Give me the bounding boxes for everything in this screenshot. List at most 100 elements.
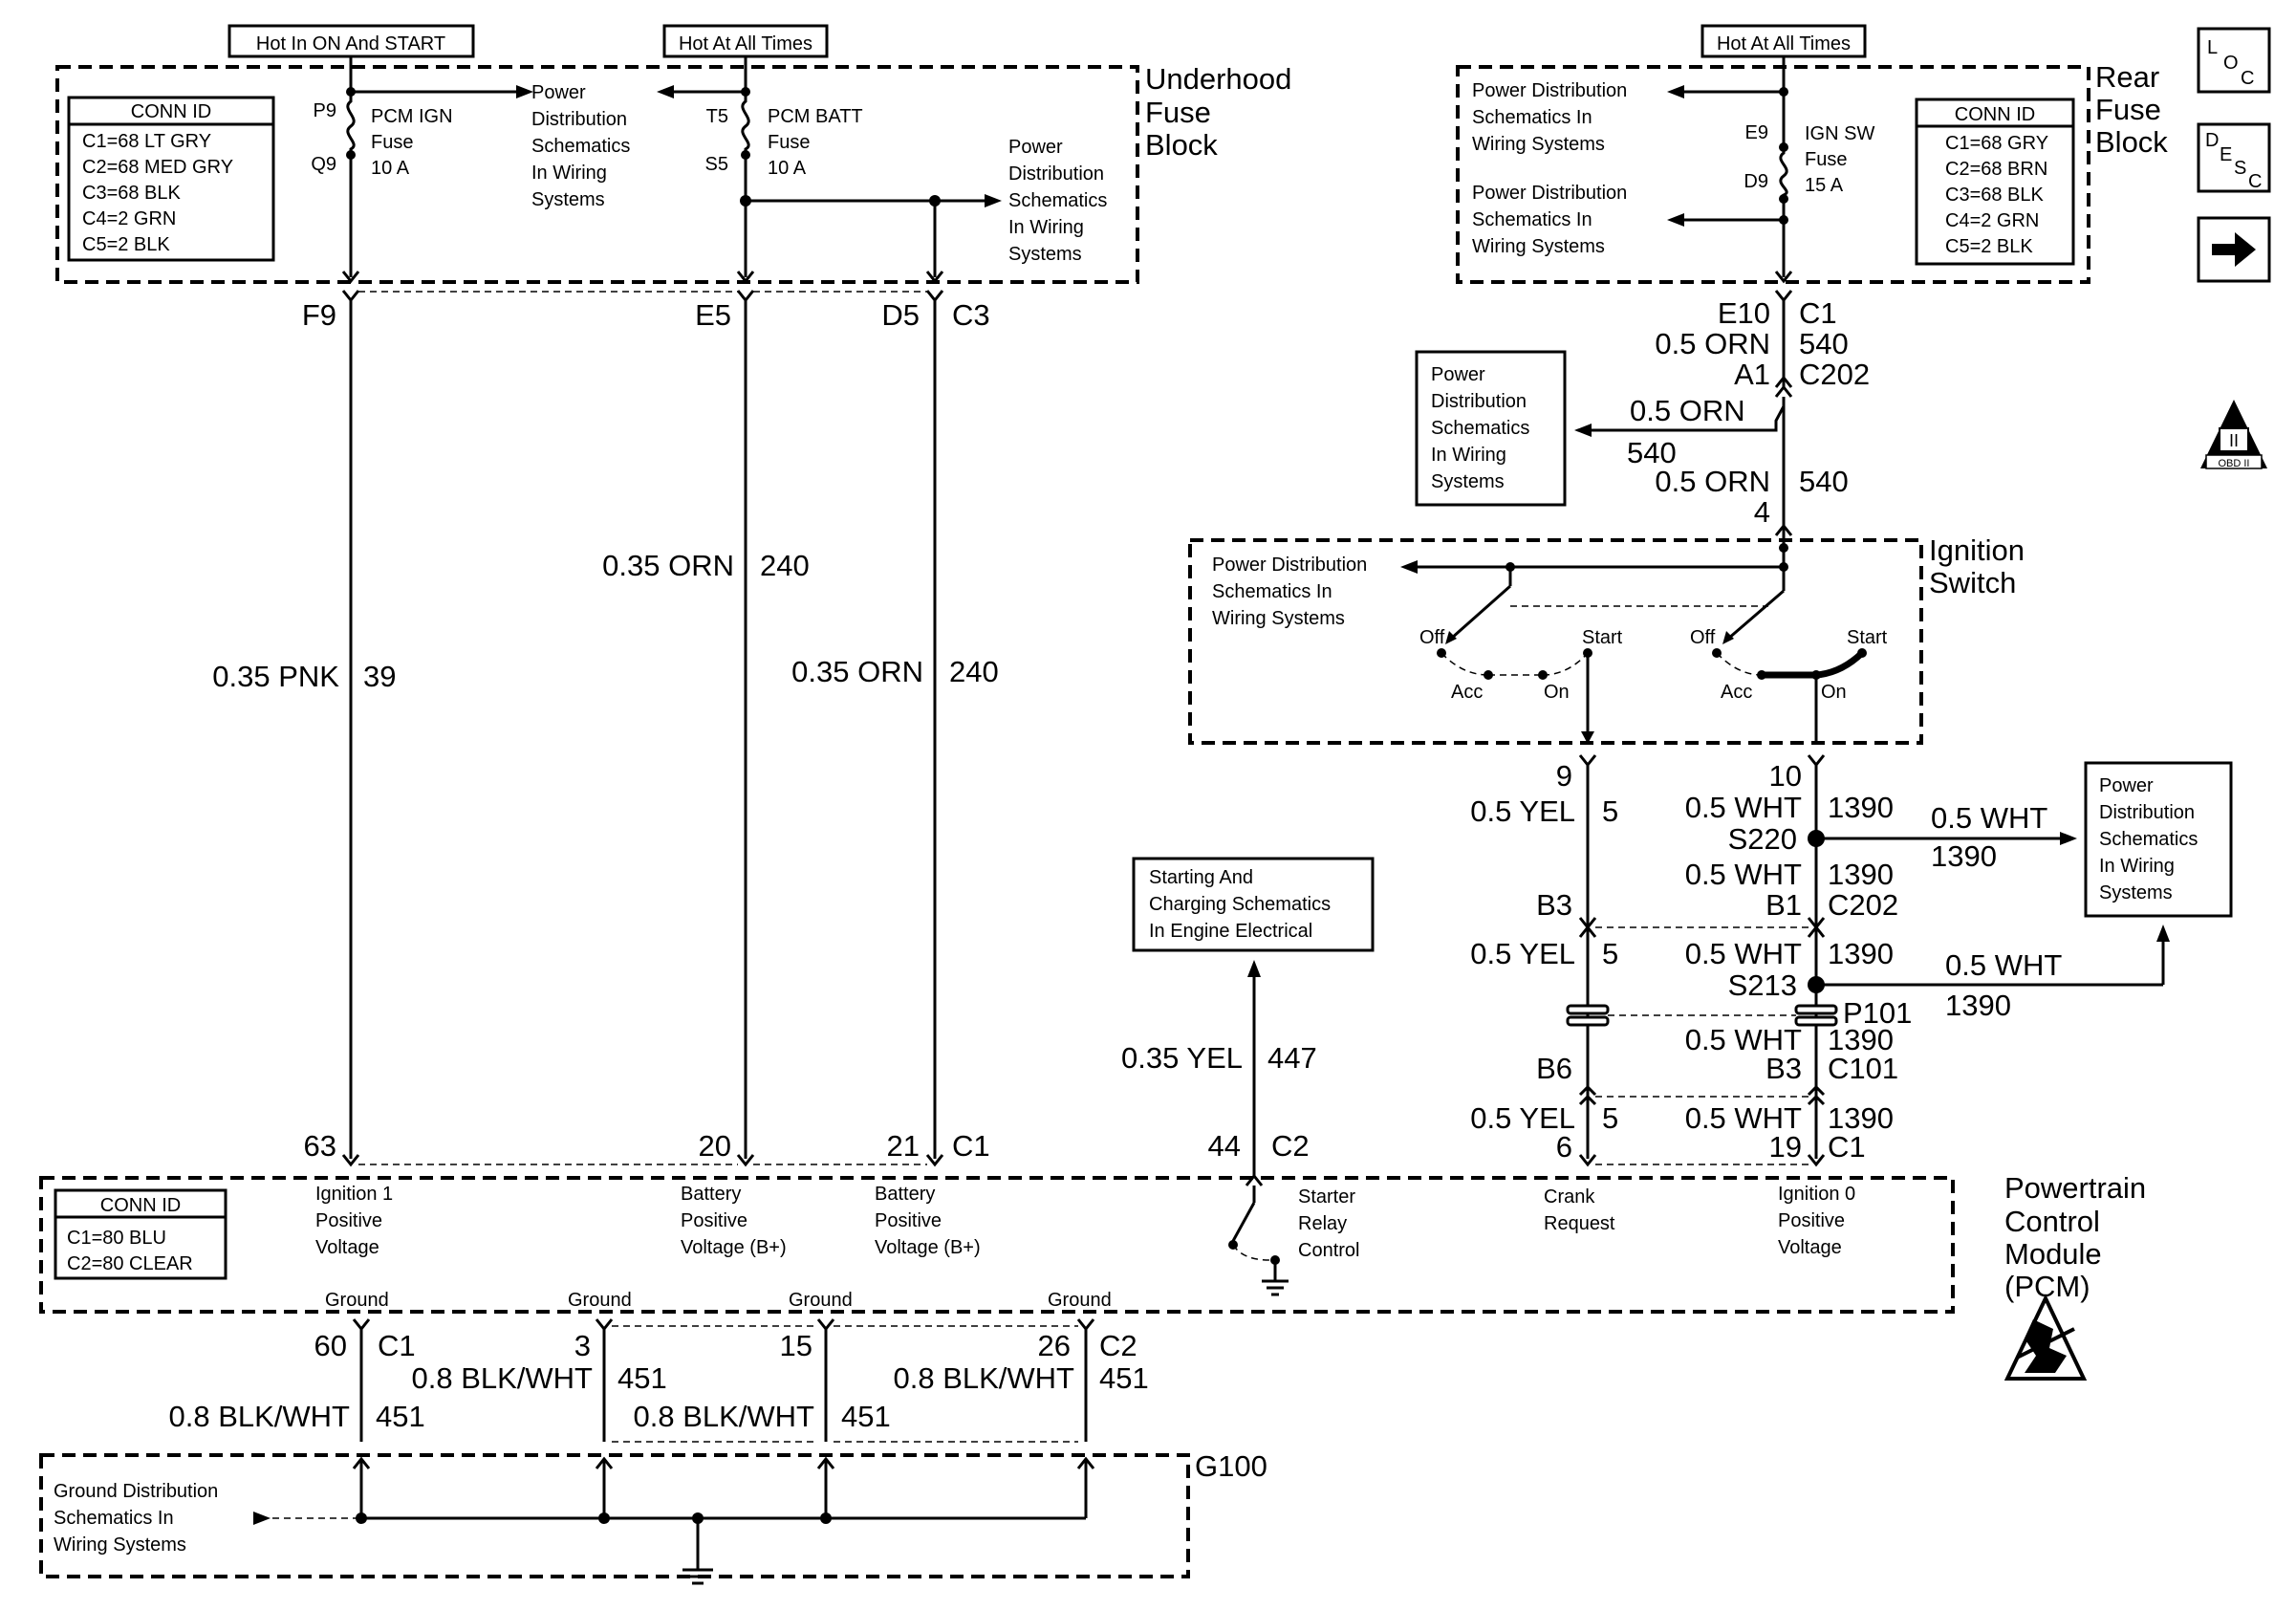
svg-text:B1: B1 [1765, 888, 1802, 922]
ground-label-1: Ground [325, 1290, 389, 1311]
svg-text:1390: 1390 [1931, 839, 1997, 873]
svg-text:5: 5 [1602, 1101, 1618, 1135]
ignition-switch: Off Acc On Start Off Acc On Start [1400, 535, 1888, 744]
desc-icon[interactable]: D E S C [2197, 122, 2271, 193]
svg-text:0.5 WHT: 0.5 WHT [1685, 937, 1802, 970]
svg-text:Start: Start [1847, 627, 1888, 648]
p101-connector: P101 [1566, 996, 1912, 1030]
svg-text:PCM IGN: PCM IGN [371, 106, 453, 127]
starter-relay-switch [1228, 1186, 1289, 1296]
esd-warning-icon [2004, 1294, 2088, 1381]
ground-dist-ref: Ground Distribution Schematics In Wiring… [54, 1481, 224, 1556]
svg-text:1390: 1390 [1828, 791, 1894, 824]
svg-text:Hot In ON And START: Hot In ON And START [256, 33, 445, 54]
svg-text:9: 9 [1556, 759, 1572, 793]
svg-text:540: 540 [1799, 465, 1849, 498]
svg-text:S: S [2234, 158, 2246, 179]
svg-text:540: 540 [1799, 327, 1849, 360]
svg-text:0.35 ORN: 0.35 ORN [791, 655, 923, 688]
svg-text:C2=80 CLEAR: C2=80 CLEAR [67, 1253, 193, 1274]
svg-text:5: 5 [1602, 937, 1618, 970]
rear-fuse-block-outline [1456, 65, 2090, 284]
svg-text:0.5 ORN: 0.5 ORN [1655, 465, 1770, 498]
pcm-title: Powertrain Control Module (PCM) [2004, 1171, 2155, 1303]
svg-text:15: 15 [780, 1329, 812, 1362]
svg-text:39: 39 [363, 660, 396, 693]
svg-text:20: 20 [699, 1129, 731, 1163]
svg-text:1390: 1390 [1828, 858, 1894, 891]
svg-text:Hot At All Times: Hot At All Times [679, 33, 812, 54]
svg-text:E: E [2220, 144, 2232, 165]
power-dist-ref-rear-a: Power Distribution Schematics In Wiring … [1472, 80, 1633, 155]
svg-text:CONN ID: CONN ID [100, 1195, 181, 1216]
pcm-batt2-label: Battery Positive Voltage (B+) [875, 1184, 981, 1258]
svg-text:C5=2 BLK: C5=2 BLK [1945, 236, 2033, 257]
svg-text:C2: C2 [1271, 1129, 1310, 1163]
svg-text:P101: P101 [1843, 996, 1912, 1030]
svg-text:10 A: 10 A [768, 158, 807, 179]
svg-text:0.5 WHT: 0.5 WHT [1931, 801, 2047, 835]
svg-text:C1=68 LT GRY: C1=68 LT GRY [82, 131, 211, 152]
power-dist-ref-ign: Power Distribution Schematics In Wiring … [1212, 555, 1373, 629]
pin-d5: D5 [881, 298, 920, 332]
next-arrow-icon[interactable] [2197, 216, 2271, 283]
pin-e5: E5 [695, 298, 731, 332]
svg-text:C2: C2 [1099, 1329, 1137, 1362]
svg-text:P9: P9 [314, 100, 336, 121]
svg-text:D: D [2205, 130, 2219, 151]
svg-text:C4=2 GRN: C4=2 GRN [82, 208, 176, 229]
svg-text:Starting And Charging Sc: Starting And Charging Schematics In Engi… [1149, 867, 1336, 942]
pcm-ign0-label: Ignition 0 Positive Voltage [1778, 1184, 1861, 1258]
svg-text:6: 6 [1556, 1130, 1572, 1164]
svg-text:10: 10 [1769, 759, 1802, 793]
svg-text:0.5 WHT: 0.5 WHT [1685, 1023, 1802, 1056]
svg-text:26: 26 [1038, 1329, 1071, 1362]
svg-text:S220: S220 [1728, 822, 1797, 856]
svg-text:0.35 YEL: 0.35 YEL [1121, 1041, 1243, 1075]
hot-at-all-times-label-1: Hot At All Times [662, 24, 829, 58]
svg-text:0.35 PNK: 0.35 PNK [212, 660, 339, 693]
svg-text:CONN ID: CONN ID [1955, 104, 2035, 125]
hot-at-all-times-label-2: Hot At All Times [1700, 24, 1867, 58]
g100-label: G100 [1195, 1449, 1267, 1483]
svg-text:5: 5 [1602, 794, 1618, 828]
svg-text:Acc: Acc [1451, 682, 1483, 703]
svg-text:0.5 ORN: 0.5 ORN [1655, 327, 1770, 360]
svg-text:A1: A1 [1734, 358, 1770, 391]
svg-text:0.5 WHT: 0.5 WHT [1685, 858, 1802, 891]
ground-label-4: Ground [1048, 1290, 1112, 1311]
conn-id-underhood: CONN ID C1=68 LT GRY C2=68 MED GRY C3=68… [67, 96, 275, 262]
svg-text:1390: 1390 [1945, 989, 2011, 1022]
svg-text:19: 19 [1769, 1130, 1802, 1164]
svg-text:451: 451 [1099, 1361, 1149, 1395]
svg-text:PCM BATT: PCM BATT [768, 106, 863, 127]
power-dist-box-s220: Power Distribution Schematics In Wiring … [2084, 761, 2233, 918]
svg-text:T5: T5 [706, 106, 728, 127]
pcm-batt-fuse: T5 S5 PCM BATT Fuse 10 A [705, 56, 863, 277]
svg-text:C202: C202 [1799, 358, 1870, 391]
svg-text:C2=68 MED GRY: C2=68 MED GRY [82, 157, 233, 178]
svg-text:B6: B6 [1536, 1052, 1572, 1085]
g100-outline [39, 1453, 1190, 1578]
svg-text:C1: C1 [1799, 296, 1837, 330]
svg-text:C2=68 BRN: C2=68 BRN [1945, 159, 2047, 180]
conn-id-rear: CONN ID C1=68 GRY C2=68 BRN C3=68 BLK C4… [1915, 98, 2075, 266]
pcm-batt1-label: Battery Positive Voltage (B+) [681, 1184, 787, 1258]
svg-text:B3: B3 [1536, 888, 1572, 922]
svg-text:C: C [2241, 68, 2254, 89]
svg-text:451: 451 [841, 1400, 891, 1433]
svg-text:C1=80 BLU: C1=80 BLU [67, 1228, 166, 1249]
pcm-ign1-label: Ignition 1 Positive Voltage [315, 1184, 399, 1258]
svg-text:0.5 ORN: 0.5 ORN [1630, 394, 1745, 427]
loc-icon[interactable]: L O C [2197, 27, 2271, 94]
svg-text:63: 63 [304, 1129, 336, 1163]
starting-charging-ref: Starting And Charging Schematics In Engi… [1132, 857, 1375, 952]
svg-text:0.5 YEL: 0.5 YEL [1470, 937, 1575, 970]
svg-text:0.5 WHT: 0.5 WHT [1685, 791, 1802, 824]
svg-text:C3=68 BLK: C3=68 BLK [82, 183, 182, 204]
svg-text:On: On [1821, 682, 1847, 703]
svg-text:CONN ID: CONN ID [131, 101, 211, 122]
svg-text:1390: 1390 [1828, 937, 1894, 970]
svg-text:Start: Start [1582, 627, 1623, 648]
svg-text:4: 4 [1754, 495, 1770, 529]
